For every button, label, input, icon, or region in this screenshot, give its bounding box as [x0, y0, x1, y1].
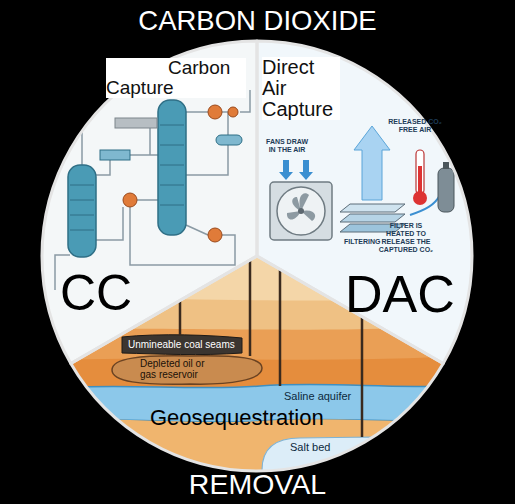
amine-plant-drawing [160, 185, 184, 186]
well-line [361, 317, 364, 437]
ground-section-drawing [112, 356, 262, 384]
ground-section-drawing [60, 326, 460, 480]
amine-plant-drawing [55, 90, 250, 290]
amine-plant-drawing [160, 205, 184, 206]
amine-plant-drawing [70, 185, 94, 186]
sector-heading: Direct Air Capture [262, 57, 340, 120]
ground-section-drawing [60, 250, 460, 480]
diagram-caption: REMOVAL [0, 466, 515, 502]
amine-plant-drawing [186, 225, 208, 235]
sector-outline [42, 41, 257, 364]
amine-plant-drawing [186, 145, 228, 175]
air-capture-drawing [299, 160, 313, 180]
amine-plant-drawing [94, 207, 123, 240]
air-capture-drawing [279, 160, 293, 180]
air-capture-drawing [438, 168, 454, 212]
sector-outline [257, 41, 472, 364]
air-capture-drawing [340, 214, 405, 222]
ground-section-drawing [122, 335, 242, 355]
air-capture-drawing [443, 162, 449, 169]
amine-plant-drawing [115, 118, 157, 128]
air-capture-drawing [410, 195, 440, 215]
amine-plant-drawing [70, 185, 94, 230]
air-capture-drawing [413, 191, 427, 205]
amine-plant-drawing [137, 199, 160, 201]
amine-plant-drawing [158, 100, 186, 235]
ground-section-drawing [60, 250, 460, 480]
layer-label: Saline aquifer [284, 390, 360, 402]
amine-plant-drawing [130, 154, 160, 156]
amine-plant-drawing [208, 228, 222, 242]
amine-plant-drawing [160, 165, 184, 166]
air-capture-drawing [277, 187, 325, 235]
sector-abbreviation: DAC [345, 266, 455, 322]
amine-plant-drawing [222, 112, 228, 135]
amine-plant-drawing [228, 107, 238, 117]
amine-plant-drawing [70, 200, 94, 201]
amine-plant-drawing [123, 193, 137, 207]
well-line [249, 261, 252, 356]
layer-label: Depleted oil or gas reservoir [140, 358, 220, 380]
air-capture-drawing [418, 166, 422, 194]
amine-plant-drawing [216, 135, 242, 145]
air-capture-drawing [287, 193, 315, 221]
capture-sector: Carbon CaptureCC [42, 41, 257, 364]
sector-outline [71, 256, 443, 471]
diagram-title: CARBON DIOXIDE [0, 3, 515, 39]
step-caption: RELEASED CO₂ FREE AIR [388, 118, 442, 134]
air-capture-drawing [340, 204, 405, 212]
amine-plant-drawing [68, 165, 96, 257]
layer-label: Unmineable coal seams [128, 339, 240, 350]
amine-plant-drawing [70, 230, 94, 231]
air-capture-drawing [354, 126, 390, 200]
amine-plant-drawing [186, 111, 208, 113]
amine-plant-drawing [160, 125, 184, 126]
amine-plant-drawing [100, 150, 130, 160]
step-caption: FANS DRAW IN THE AIR [264, 138, 310, 154]
well-line [279, 269, 282, 386]
air-capture-drawing [416, 150, 424, 194]
amine-plant-drawing [160, 145, 184, 146]
sector-heading: Geosequestration [150, 405, 324, 431]
air-capture-sector: Direct Air CaptureDAC [257, 41, 472, 364]
air-capture-drawing [298, 208, 304, 214]
amine-plant-drawing [160, 125, 184, 205]
ground-section-drawing [60, 298, 460, 480]
sector-heading: Carbon Capture [106, 58, 246, 98]
amine-plant-drawing [208, 105, 222, 119]
step-caption: FILTER IS HEATED TO RELEASE THE CAPTURED… [376, 222, 436, 254]
sector-abbreviation: CC [60, 266, 132, 320]
layer-label: Salt bed [290, 441, 340, 453]
amine-plant-drawing [70, 215, 94, 216]
air-capture-drawing [270, 182, 332, 240]
amine-plant-drawing [149, 126, 151, 155]
well-line [179, 301, 182, 336]
air-capture-drawing [279, 160, 313, 180]
